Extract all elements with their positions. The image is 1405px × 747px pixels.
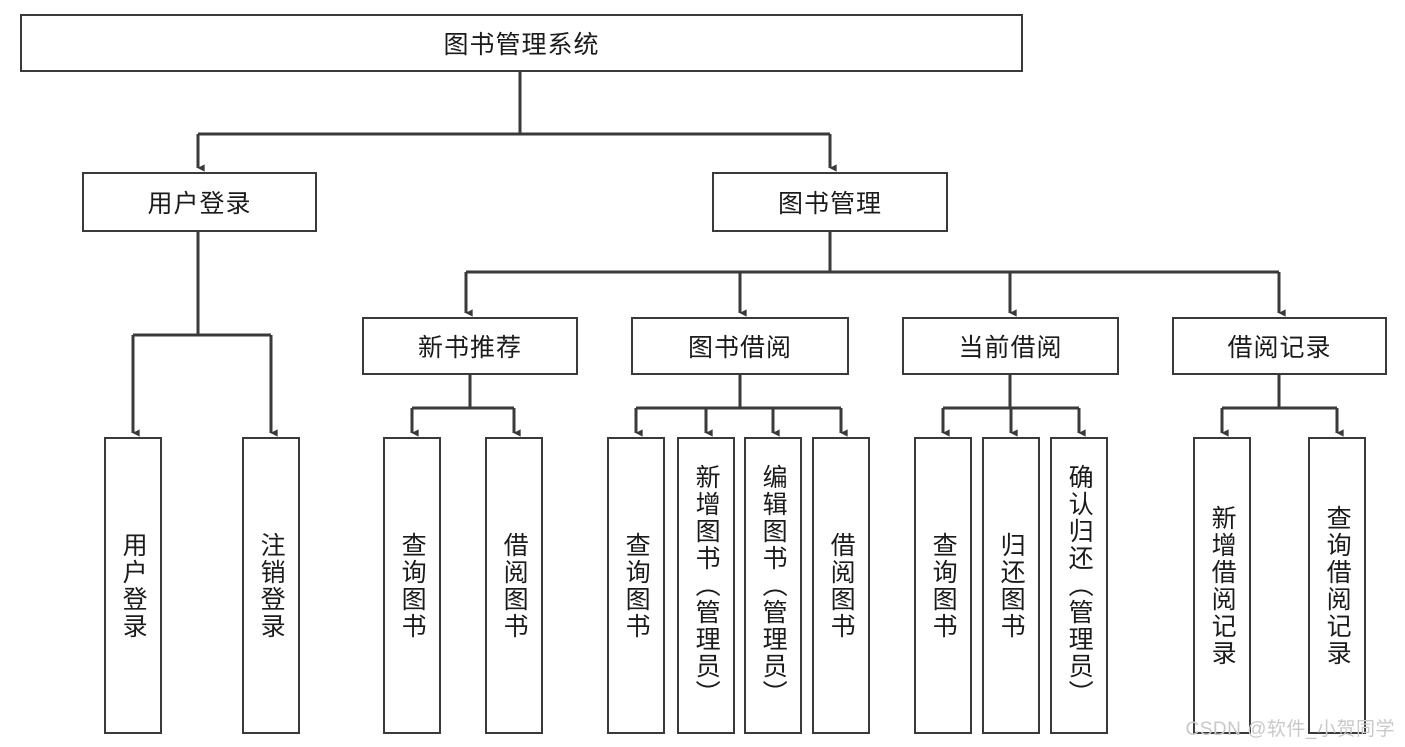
leaf-logout[interactable]: 注销登录 bbox=[242, 437, 300, 734]
node-new-book-recommend[interactable]: 新书推荐 bbox=[362, 317, 578, 375]
leaf-query-book-newbook-label: 查询图书 bbox=[398, 531, 427, 640]
leaf-query-book-newbook[interactable]: 查询图书 bbox=[383, 437, 441, 734]
leaf-return-book-label: 归还图书 bbox=[997, 531, 1026, 640]
leaf-edit-book-admin-label: 编辑图书（管理员） bbox=[759, 464, 788, 707]
leaf-borrow-book[interactable]: 借阅图书 bbox=[812, 437, 870, 734]
leaf-query-book-current-label: 查询图书 bbox=[929, 531, 958, 640]
node-book-management[interactable]: 图书管理 bbox=[712, 172, 948, 232]
leaf-borrow-book-label: 借阅图书 bbox=[827, 531, 856, 640]
leaf-query-borrow-record[interactable]: 查询借阅记录 bbox=[1308, 437, 1366, 734]
leaf-edit-book-admin[interactable]: 编辑图书（管理员） bbox=[744, 437, 802, 734]
leaf-confirm-return-admin-label: 确认归还（管理员） bbox=[1065, 464, 1094, 707]
node-book-borrow[interactable]: 图书借阅 bbox=[631, 317, 849, 375]
node-root[interactable]: 图书管理系统 bbox=[20, 14, 1023, 72]
node-book-management-label: 图书管理 bbox=[777, 190, 882, 218]
node-user-login-label: 用户登录 bbox=[147, 190, 252, 218]
leaf-user-login[interactable]: 用户登录 bbox=[104, 437, 162, 734]
leaf-logout-label: 注销登录 bbox=[257, 531, 286, 640]
leaf-query-book-borrow[interactable]: 查询图书 bbox=[607, 437, 665, 734]
node-root-label: 图书管理系统 bbox=[443, 31, 600, 59]
node-borrow-records[interactable]: 借阅记录 bbox=[1172, 317, 1387, 375]
leaf-query-book-borrow-label: 查询图书 bbox=[622, 531, 651, 640]
node-user-login[interactable]: 用户登录 bbox=[82, 172, 317, 232]
leaf-return-book[interactable]: 归还图书 bbox=[982, 437, 1040, 734]
node-current-borrow[interactable]: 当前借阅 bbox=[902, 317, 1119, 375]
node-new-book-recommend-label: 新书推荐 bbox=[417, 334, 522, 362]
leaf-query-borrow-record-label: 查询借阅记录 bbox=[1323, 504, 1352, 667]
leaf-user-login-label: 用户登录 bbox=[119, 531, 148, 640]
leaf-query-book-current[interactable]: 查询图书 bbox=[914, 437, 972, 734]
leaf-confirm-return-admin[interactable]: 确认归还（管理员） bbox=[1050, 437, 1108, 734]
leaf-add-borrow-record-label: 新增借阅记录 bbox=[1208, 504, 1237, 667]
node-borrow-records-label: 借阅记录 bbox=[1227, 334, 1332, 362]
leaf-add-book-admin-label: 新增图书（管理员） bbox=[692, 464, 721, 707]
leaf-borrow-book-newbook-label: 借阅图书 bbox=[500, 531, 529, 640]
leaf-add-borrow-record[interactable]: 新增借阅记录 bbox=[1193, 437, 1251, 734]
node-current-borrow-label: 当前借阅 bbox=[958, 334, 1063, 362]
leaf-add-book-admin[interactable]: 新增图书（管理员） bbox=[677, 437, 735, 734]
node-book-borrow-label: 图书借阅 bbox=[687, 334, 792, 362]
leaf-borrow-book-newbook[interactable]: 借阅图书 bbox=[485, 437, 543, 734]
